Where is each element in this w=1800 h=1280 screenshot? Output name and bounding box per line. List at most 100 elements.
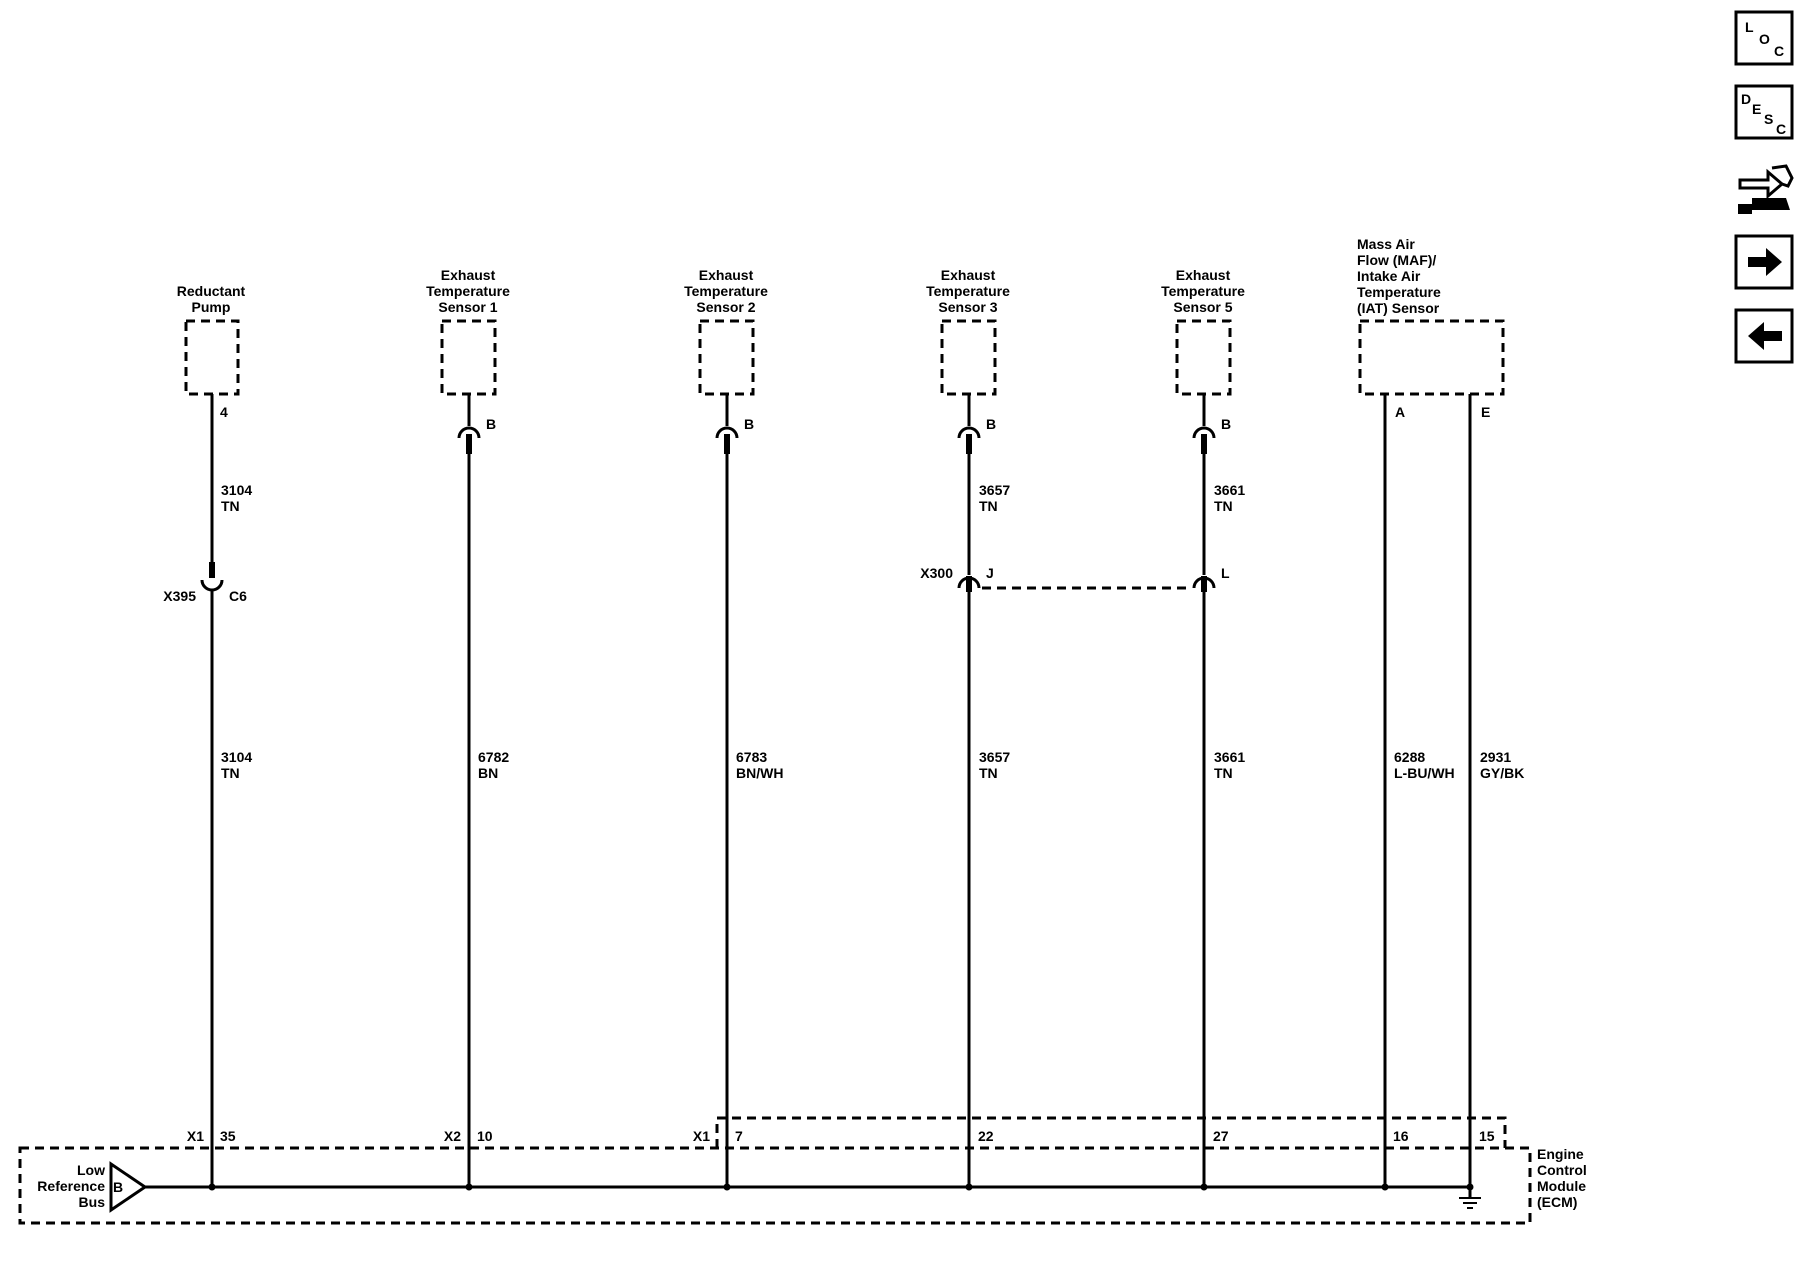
splice-dot: [965, 1183, 973, 1191]
splice-dot: [1466, 1183, 1474, 1191]
component-reductant-pump-label: Reductant Pump: [177, 283, 246, 315]
ecm-name-line: Engine: [1537, 1146, 1584, 1162]
splice-dot: [723, 1183, 731, 1191]
label-line: Flow (MAF)/: [1357, 252, 1436, 268]
connector-symbol-ets3: [957, 426, 981, 454]
ecm-name-line: Module: [1537, 1178, 1586, 1194]
ets3-box: [940, 319, 997, 396]
label-line: Sensor 5: [1173, 299, 1232, 315]
ets5-box: [1175, 319, 1232, 396]
wire-circuit: 6783: [736, 749, 767, 765]
pin-ets5: B: [1221, 416, 1231, 432]
label-line: Sensor 3: [938, 299, 997, 315]
wire-circuit: 3661: [1214, 482, 1245, 498]
pin-ets3: B: [986, 416, 996, 432]
component-maf-label: Mass Air Flow (MAF)/ Intake Air Temperat…: [1357, 236, 1441, 316]
label-line: Temperature: [1161, 283, 1245, 299]
label-line: Temperature: [426, 283, 510, 299]
arrow-left-icon: [1748, 322, 1782, 350]
ecm-connector-label: X1: [187, 1128, 204, 1144]
ets1-box: [440, 319, 497, 396]
desc-letter: D: [1741, 91, 1751, 107]
splice-dot: [465, 1183, 473, 1191]
pin-ets2: B: [744, 416, 754, 432]
label-line: Sensor 1: [438, 299, 497, 315]
wire-circuit: 3657: [979, 482, 1010, 498]
label-line: Temperature: [684, 283, 768, 299]
ecm-connector-label: X1: [693, 1128, 710, 1144]
component-ets1-label: Exhaust Temperature Sensor 1: [426, 267, 510, 315]
connector-symbol-x300-j: [957, 576, 981, 592]
splice-dot: [1200, 1183, 1208, 1191]
connector-symbol-ets5: [1192, 426, 1216, 454]
desc-letter: S: [1764, 111, 1773, 127]
connector-symbol-ets1: [457, 426, 481, 454]
wire-color: L-BU/WH: [1394, 765, 1455, 781]
wire-color: GY/BK: [1480, 765, 1524, 781]
loc-letter: C: [1774, 43, 1784, 59]
splice-dot: [1381, 1183, 1389, 1191]
label-line: (IAT) Sensor: [1357, 300, 1440, 316]
connector-x300-pin-j: J: [986, 565, 994, 581]
label-line: Mass Air: [1357, 236, 1415, 252]
ets2-box: [698, 319, 755, 396]
label-line: Exhaust: [699, 267, 754, 283]
ecm-name-line: (ECM): [1537, 1194, 1577, 1210]
label-line: Pump: [192, 299, 231, 315]
ecm-pin-label: 35: [220, 1128, 236, 1144]
pin-reductant: 4: [220, 404, 228, 420]
bus-label-line: Low: [77, 1162, 105, 1178]
label-line: Sensor 2: [696, 299, 755, 315]
desc-letter: C: [1776, 121, 1786, 137]
schematic-tool-icon[interactable]: [1734, 160, 1794, 220]
connector-x395-name: X395: [163, 588, 196, 604]
ecm-pin-label: 16: [1393, 1128, 1409, 1144]
bus-reference-triangle-icon: [109, 1161, 148, 1213]
ecm-pin-label: 15: [1479, 1128, 1495, 1144]
wire-circuit: 6288: [1394, 749, 1425, 765]
ecm-name-line: Control: [1537, 1162, 1587, 1178]
label-line: Temperature: [1357, 284, 1441, 300]
ecm-module-box: [18, 1146, 1532, 1225]
connector-x395-pin: C6: [229, 588, 247, 604]
loc-button[interactable]: L O C: [1734, 10, 1794, 66]
wire-color: BN: [478, 765, 498, 781]
label-line: Reductant: [177, 283, 246, 299]
desc-letter: E: [1752, 101, 1761, 117]
label-line: Temperature: [926, 283, 1010, 299]
maf-box: [1358, 319, 1505, 396]
component-ets5-label: Exhaust Temperature Sensor 5: [1161, 267, 1245, 315]
loc-letter: L: [1745, 19, 1754, 35]
pin-maf-a: A: [1395, 404, 1405, 420]
next-button[interactable]: [1734, 234, 1794, 290]
connector-symbol-x395: [200, 562, 224, 592]
bus-reference-letter: B: [113, 1179, 123, 1195]
ecm-pin-label: 22: [978, 1128, 994, 1144]
wire-color: TN: [1214, 498, 1233, 514]
wire-color: TN: [979, 765, 998, 781]
ecm-x1-connector-outline: [715, 1116, 1507, 1148]
label-line: Exhaust: [1176, 267, 1231, 283]
wire-color: BN/WH: [736, 765, 783, 781]
back-button[interactable]: [1734, 308, 1794, 364]
wire-circuit: 3657: [979, 749, 1010, 765]
connector-symbol-x300-l: [1192, 576, 1216, 592]
ecm-pin-label: 7: [735, 1128, 743, 1144]
wire-color: TN: [221, 498, 240, 514]
pin-maf-e: E: [1481, 404, 1490, 420]
arrow-right-icon: [1748, 248, 1782, 276]
label-line: Intake Air: [1357, 268, 1421, 284]
wire-circuit: 2931: [1480, 749, 1511, 765]
reductant-pump-box: [184, 319, 240, 396]
connector-x300-name: X300: [920, 565, 953, 581]
wire-circuit: 3104: [221, 749, 252, 765]
ecm-connector-label: X2: [444, 1128, 461, 1144]
bus-label-line: Reference: [37, 1178, 105, 1194]
pin-ets1: B: [486, 416, 496, 432]
label-line: Exhaust: [441, 267, 496, 283]
wire-color: TN: [1214, 765, 1233, 781]
component-ets2-label: Exhaust Temperature Sensor 2: [684, 267, 768, 315]
desc-button[interactable]: D E S C: [1734, 84, 1794, 140]
ground-icon: [1459, 1197, 1481, 1209]
